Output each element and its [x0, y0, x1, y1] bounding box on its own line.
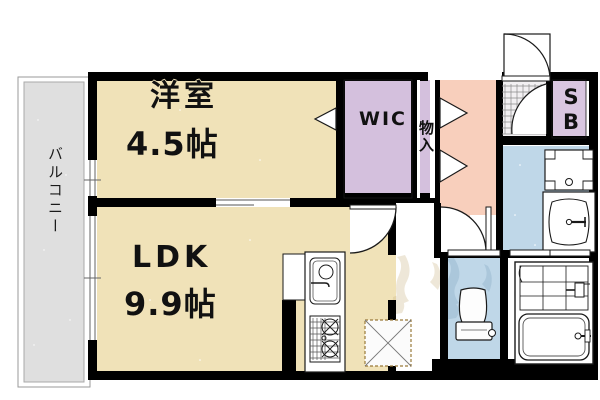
vanity-basin: [548, 198, 590, 246]
sink-faucet: [311, 282, 330, 288]
washing-machine-space: [364, 319, 412, 367]
shower-mixer: [574, 282, 585, 298]
hallway-fill: [440, 80, 502, 215]
closet-door-upper[interactable]: [439, 96, 469, 130]
unit-bath-group: [514, 261, 594, 365]
entrance-door-swing-arc: [503, 33, 551, 81]
kitchen-tall-cabinet: [282, 253, 306, 301]
bath-door[interactable]: [509, 249, 591, 257]
wic-door-bedroom-side[interactable]: [313, 107, 337, 131]
balcony-area: [17, 76, 91, 388]
toilet-door[interactable]: [447, 249, 501, 257]
room-fills: [96, 80, 598, 377]
toilet-tank: [455, 321, 493, 341]
ldk-fill: [96, 207, 396, 377]
folding-doors[interactable]: [313, 80, 469, 198]
bedroom-fill: [96, 80, 340, 198]
sink-drain: [318, 264, 334, 280]
hall-doors[interactable]: [349, 204, 492, 254]
ldk-door-arc: [349, 206, 397, 254]
kitchen-unit: [282, 251, 346, 373]
closet-door-lower[interactable]: [439, 148, 469, 184]
entry-inner-door-arc: [511, 83, 547, 135]
toilet-bowl: [458, 287, 488, 325]
ldk-door-leaf[interactable]: [349, 204, 397, 210]
washroom-door-leaf[interactable]: [485, 206, 492, 253]
wic-fill: [344, 80, 412, 198]
toilet-handle: [488, 329, 496, 337]
entrance-door-group[interactable]: [501, 33, 551, 135]
washroom-door-arc: [440, 206, 487, 253]
wall-outlines: [343, 79, 587, 199]
shoe-box-fill: [552, 80, 586, 142]
vanity-group: [542, 149, 596, 253]
door-openings: [84, 160, 290, 340]
entrance-door-leaf[interactable]: [501, 75, 551, 82]
toilet-fixture: [455, 287, 496, 341]
